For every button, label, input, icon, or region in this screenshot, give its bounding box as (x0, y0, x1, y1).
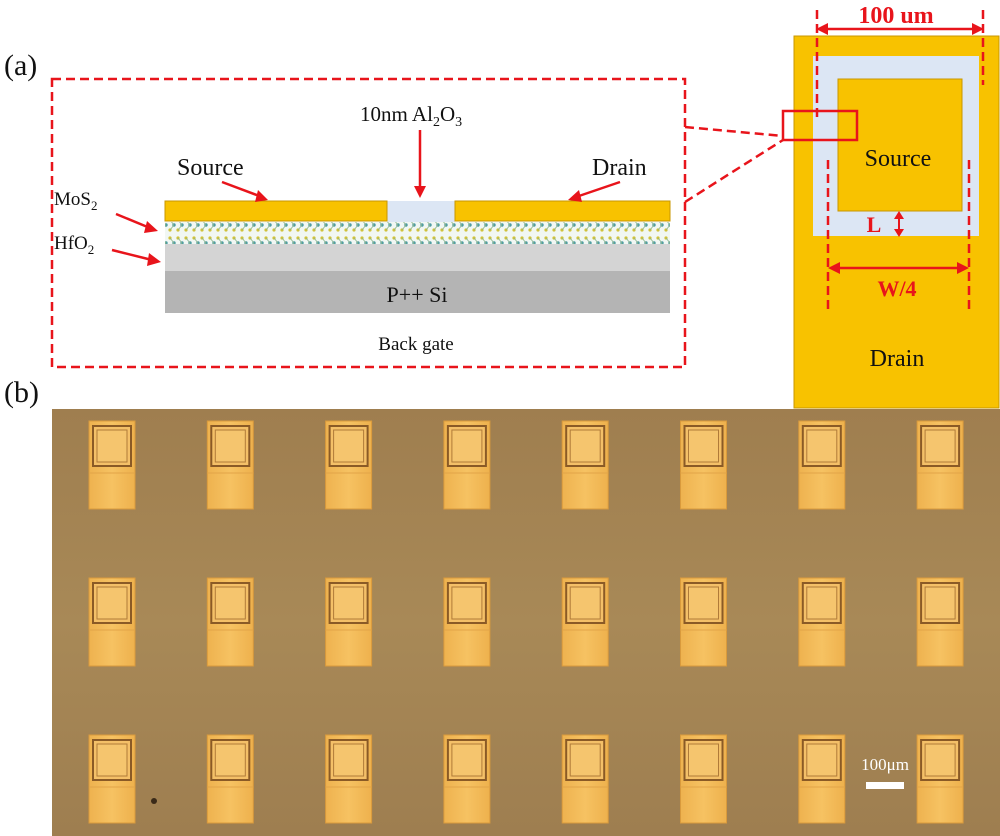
substrate-label: P++ Si (387, 282, 448, 307)
device-source-pad (806, 429, 838, 463)
top-view-drain-label: Drain (870, 346, 925, 372)
device (206, 420, 254, 510)
scale-bar (866, 782, 904, 789)
device-source-pad (96, 429, 128, 463)
device (561, 420, 609, 510)
top-view-source-pad (837, 78, 963, 212)
arrow-source (221, 180, 263, 199)
micrograph-background (52, 409, 1000, 836)
device-source-pad (569, 743, 601, 777)
device-source-pad (924, 429, 956, 463)
device-array (88, 420, 964, 824)
hfo2-layer (165, 244, 670, 271)
device-source-pad (451, 586, 483, 620)
device (88, 420, 136, 510)
mos2-layer (165, 222, 670, 244)
device (206, 734, 254, 824)
device (916, 734, 964, 824)
device (88, 577, 136, 667)
silicon-layer (165, 271, 670, 313)
device-source-pad (214, 743, 246, 777)
al2o3-layer (387, 201, 455, 222)
arrow-hfo2 (111, 248, 153, 262)
micrograph: 100μm (52, 409, 1000, 836)
device (680, 420, 727, 510)
al2o3-label: 10nm Al2O3 (360, 102, 462, 130)
device (325, 734, 373, 824)
device (916, 577, 964, 667)
width-label: 100 um (858, 3, 933, 29)
device (798, 734, 846, 824)
device (443, 420, 491, 510)
device-source-pad (333, 429, 365, 463)
cross-section (164, 200, 671, 313)
device (206, 577, 254, 667)
device (561, 577, 609, 667)
debris-speck (151, 798, 157, 804)
device-source-pad (333, 586, 365, 620)
device (798, 577, 846, 667)
top-view-source-label: Source (865, 146, 932, 172)
device (443, 577, 491, 667)
device (88, 734, 136, 824)
device (916, 420, 964, 510)
device (443, 734, 491, 824)
device-source-pad (688, 586, 719, 620)
device-source-pad (96, 743, 128, 777)
device (561, 734, 609, 824)
device (680, 577, 727, 667)
device-source-pad (924, 586, 956, 620)
device-source-pad (569, 429, 601, 463)
device-source-pad (333, 743, 365, 777)
zoom-box (50, 77, 687, 369)
zoom-marker (781, 109, 859, 142)
arrow-mos2 (115, 212, 151, 230)
arrows (111, 130, 621, 266)
device-source-pad (806, 586, 838, 620)
zoom-connector-top (684, 125, 784, 138)
device-source-pad (688, 743, 719, 777)
panel-b-label: (b) (4, 376, 39, 409)
device-source-pad (924, 743, 956, 777)
length-label: L (867, 212, 882, 237)
drain-label: Drain (592, 155, 647, 181)
back-gate-label: Back gate (378, 334, 453, 355)
panel-a-label: (a) (4, 49, 37, 82)
arrow-drain (575, 180, 621, 199)
device-source-pad (214, 429, 246, 463)
device (798, 420, 846, 510)
device (325, 420, 373, 510)
drain-electrode (454, 200, 671, 222)
zoom-connector-bottom (684, 138, 784, 204)
device-source-pad (688, 429, 719, 463)
hfo2-label: HfO2 (54, 233, 94, 257)
device-source-pad (806, 743, 838, 777)
device-source-pad (451, 743, 483, 777)
device-source-pad (96, 586, 128, 620)
mos2-label: MoS2 (54, 189, 97, 213)
device (680, 734, 727, 824)
source-label: Source (177, 155, 244, 181)
device (325, 577, 373, 667)
w4-label: W/4 (877, 276, 916, 301)
top-view: 100 um Source Drain L W/4 (781, 3, 1000, 409)
device-source-pad (451, 429, 483, 463)
source-electrode (164, 200, 388, 222)
scale-bar-label: 100μm (861, 755, 909, 774)
device-source-pad (569, 586, 601, 620)
device-source-pad (214, 586, 246, 620)
